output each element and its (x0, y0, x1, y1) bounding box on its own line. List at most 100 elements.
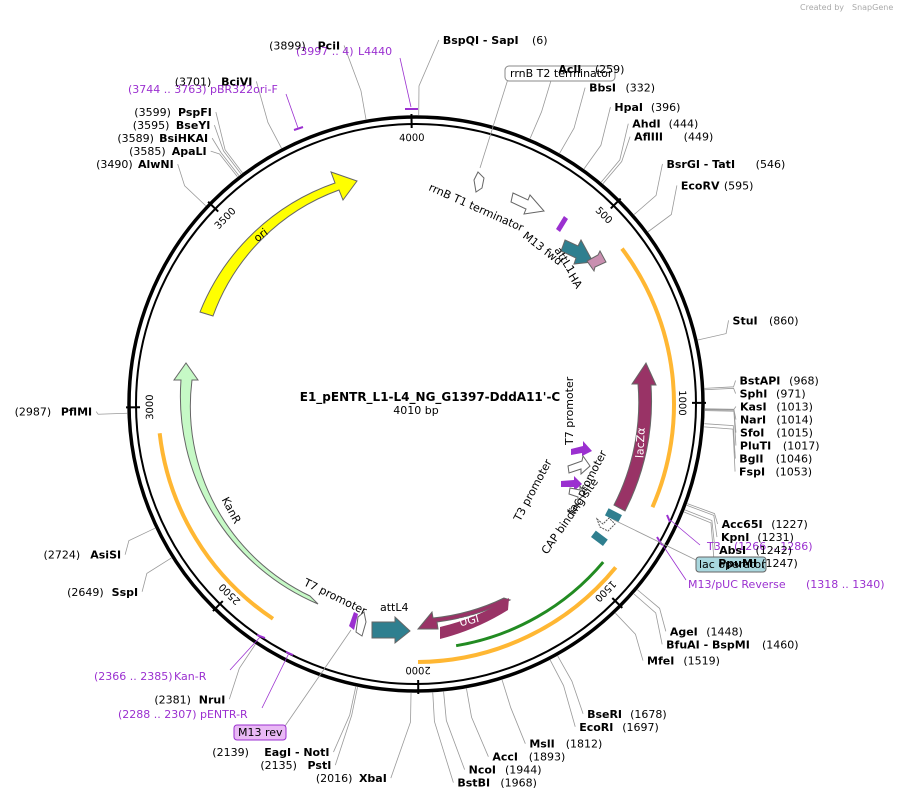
enzyme-position: (3899) (269, 39, 306, 52)
enzyme-site[interactable]: SspI(2649) (67, 586, 138, 599)
t7-promoter-inner-primer[interactable] (571, 441, 592, 456)
enzyme-site[interactable]: KasI(1013) (740, 401, 813, 414)
m13-fwd-primer[interactable] (556, 216, 568, 232)
enzyme-position: (1944) (505, 764, 542, 777)
primer-pbr322ori-name[interactable]: pBR322ori-F (210, 83, 278, 96)
enzyme-site[interactable]: PspFI(3599) (134, 106, 212, 119)
enzyme-site[interactable]: AlwNI (3490) (96, 158, 174, 171)
enzyme-site[interactable]: EcoRV(595) (681, 179, 754, 192)
enzyme-site[interactable]: MslI(1812) (529, 738, 602, 751)
enzyme-site[interactable]: PciI(3899) (269, 39, 340, 52)
primer-pentr-name[interactable]: pENTR-R (200, 708, 248, 721)
enzyme-site[interactable]: BsrGI - TatI (546) (666, 158, 785, 171)
enzyme-site[interactable]: KpnI(1231) (721, 531, 794, 544)
enzyme-site[interactable]: BfuAI - BspMI(1460) (666, 638, 798, 651)
enzyme-site[interactable]: FspI(1053) (739, 466, 812, 479)
primer-kanr-name[interactable]: Kan-R (174, 670, 207, 683)
primer-m13puc-range: (1318 .. 1340) (806, 578, 885, 591)
enzyme-site[interactable]: AccI(1893) (492, 751, 565, 764)
m13-rev-primer-mark[interactable] (349, 612, 358, 630)
enzyme-name: AlwNI (138, 158, 174, 171)
enzyme-position: (546) (756, 158, 786, 171)
enzyme-site[interactable]: EagI - NotI(2139) (212, 746, 329, 759)
attl4-arrow[interactable] (371, 615, 411, 645)
enzyme-site[interactable]: AflIII(449) (634, 131, 713, 144)
ori-arrow[interactable] (199, 171, 358, 317)
enzyme-site[interactable]: StuI(860) (733, 314, 799, 327)
enzyme-site[interactable]: PflMI(2987) (15, 406, 93, 419)
enzyme-site[interactable]: AhdI(444) (632, 118, 698, 131)
enzyme-site[interactable]: AsiSI(2724) (44, 549, 122, 562)
t3-promoter-primer[interactable] (561, 476, 582, 491)
rrnb-t2-label: rrnB T2 terminator (510, 67, 613, 80)
enzyme-site[interactable]: SphI(971) (740, 388, 806, 401)
t7-promoter-inner-arrow[interactable] (567, 454, 591, 476)
enzyme-site[interactable]: BseRI(1678) (587, 708, 667, 721)
kanr-arrow[interactable] (173, 362, 319, 605)
enzyme-leader (704, 408, 737, 420)
primer-l4440-range: (3997 .. 4) (296, 45, 354, 58)
enzyme-site[interactable]: NruI(2381) (154, 693, 225, 706)
enzyme-site[interactable]: HpaI(396) (614, 101, 680, 114)
enzyme-name: Acc65I (722, 518, 763, 531)
enzyme-site[interactable]: NcoI(1944) (469, 764, 542, 777)
leader-lines (95, 39, 737, 783)
enzyme-site[interactable]: BspQI - SapI(6) (443, 34, 548, 47)
enzyme-site[interactable]: SfoI(1015) (740, 427, 813, 440)
enzyme-site[interactable]: AgeI(1448) (670, 625, 743, 638)
enzyme-site[interactable]: MfeI(1519) (647, 655, 720, 668)
ha-arrow[interactable] (586, 249, 607, 273)
enzyme-position: (444) (669, 118, 699, 131)
enzyme-leader (615, 612, 644, 661)
lac-operator-box[interactable] (695, 556, 767, 573)
primer-m13puc-name[interactable]: M13/pUC Reverse (688, 578, 786, 591)
enzyme-name: AsiSI (90, 549, 121, 562)
rrnb-t1-arrow[interactable] (510, 192, 545, 215)
primer-l4440-name[interactable]: L4440 (358, 45, 392, 58)
rrnb-t2-box[interactable] (504, 65, 616, 82)
enzyme-site[interactable]: ApaLI(3585) (129, 145, 207, 158)
enzyme-leader (704, 380, 736, 389)
cap-site-block[interactable] (591, 530, 608, 547)
enzyme-site[interactable]: BbsI(332) (589, 82, 655, 95)
enzyme-site[interactable]: BsiHKAI(3589) (117, 132, 208, 145)
primer-t3-name[interactable]: T3 (706, 540, 721, 553)
enzyme-site[interactable]: NarI(1014) (740, 414, 813, 427)
lacz-arrow[interactable] (613, 361, 657, 512)
enzyme-site[interactable]: PstI(2135) (260, 759, 331, 772)
enzyme-site[interactable]: BseYI(3595) (133, 119, 211, 132)
enzyme-site[interactable]: PluTI(1017) (740, 440, 820, 453)
credit-brand: SnapGene (852, 3, 893, 12)
enzyme-name: BsrGI - TatI (666, 158, 735, 171)
enzyme-position: (2381) (154, 693, 191, 706)
enzyme-site[interactable]: XbaI(2016) (316, 772, 387, 785)
enzyme-site[interactable]: AbsI(1242) (719, 544, 792, 557)
t3-promoter-arrow[interactable] (568, 484, 586, 502)
ugi-arrow[interactable] (416, 597, 512, 630)
enzyme-site[interactable]: BglI(1046) (739, 453, 812, 466)
enzyme-position: (3595) (133, 119, 170, 132)
enzyme-site[interactable]: Acc65I(1227) (722, 518, 808, 531)
rrnb-t2-arrow[interactable] (473, 171, 485, 193)
enzyme-name: BstBI (457, 777, 490, 790)
attl1-arrow[interactable] (560, 238, 594, 265)
enzyme-site[interactable]: BstAPI(968) (740, 375, 819, 388)
enzyme-name: BfuAI - BspMI (666, 638, 750, 651)
enzyme-site[interactable]: PpuMI(1247) (718, 557, 798, 570)
lac-promoter-arrow[interactable] (595, 517, 616, 532)
lac-operator-block[interactable] (604, 508, 622, 523)
enzyme-site[interactable]: BstBI(1968) (457, 777, 537, 790)
enzyme-site[interactable]: EcoRI(1697) (579, 721, 659, 734)
m13-rev-box[interactable] (233, 724, 287, 741)
enzyme-site[interactable]: AclI(259) (558, 63, 624, 76)
enzyme-name: SfoI (740, 427, 764, 440)
t7-promoter-bottom-arrow[interactable] (355, 611, 367, 637)
enzyme-site[interactable]: BciVI(3701) (175, 75, 253, 88)
enzyme-leader (683, 511, 715, 564)
enzyme-position: (3490) (96, 158, 133, 171)
tick-mark (212, 600, 224, 612)
enzyme-leader (602, 136, 631, 184)
enzyme-leader (215, 112, 243, 174)
enzyme-name: FspI (739, 466, 765, 479)
enzyme-name: ApaLI (172, 145, 207, 158)
